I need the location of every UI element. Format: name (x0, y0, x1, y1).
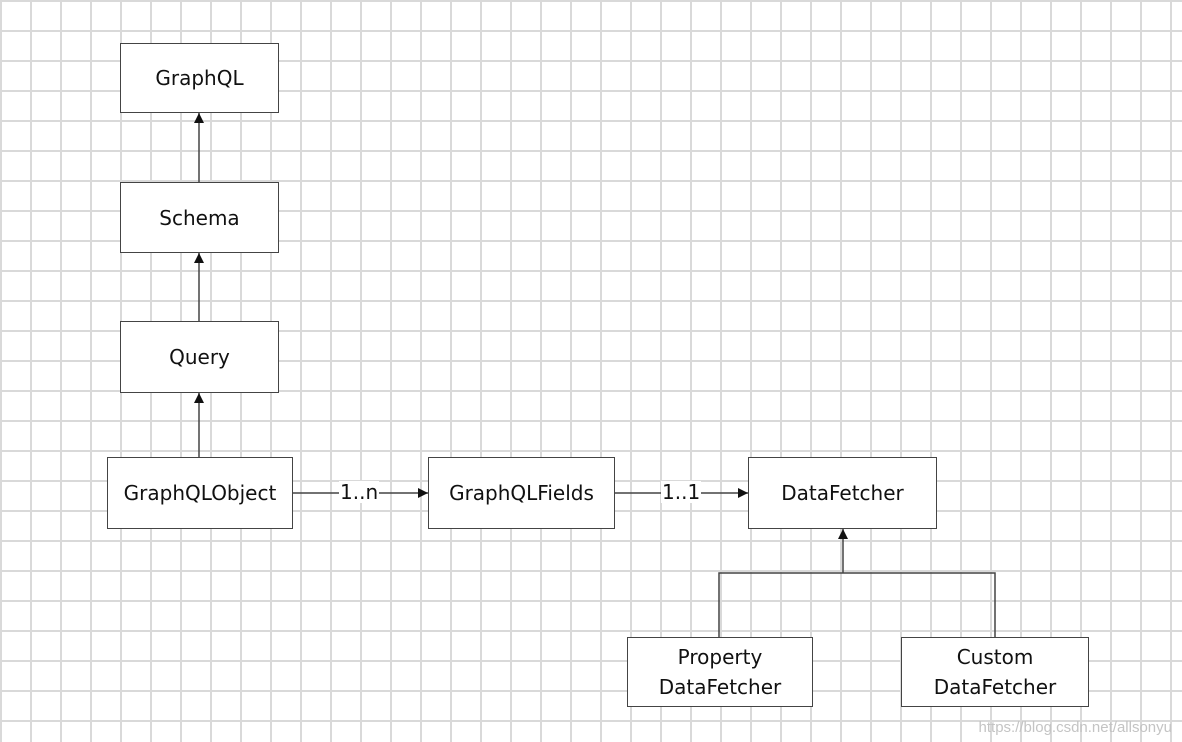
node-label: DataFetcher (781, 481, 904, 505)
node-label-line2: DataFetcher (658, 675, 782, 699)
node-custom-data-fetcher: Custom DataFetcher (901, 637, 1089, 707)
edge-custom-to-datafetcher (843, 572, 996, 637)
node-query: Query (120, 321, 279, 393)
node-data-fetcher: DataFetcher (748, 457, 937, 529)
node-label: Query (169, 345, 230, 369)
edge-label-1-n: 1..n (339, 480, 380, 504)
node-label-line2: DataFetcher (933, 675, 1057, 699)
edge-label-1-1: 1..1 (661, 480, 702, 504)
node-label: Schema (159, 205, 240, 230)
node-graphql-object: GraphQLObject (107, 457, 293, 529)
node-label: GraphQLFields (449, 481, 594, 505)
node-schema: Schema (120, 182, 279, 253)
node-graphql: GraphQL (120, 43, 279, 113)
watermark-url: https://blog.csdn.net/allsonyu (978, 719, 1172, 736)
node-label-line1: Property (677, 645, 763, 669)
node-graphql-fields: GraphQLFields (428, 457, 615, 529)
node-label: GraphQLObject (123, 481, 277, 505)
node-property-data-fetcher: Property DataFetcher (627, 637, 813, 707)
edge-property-to-datafetcher (718, 572, 843, 637)
node-label: GraphQL (155, 66, 244, 90)
node-label-line1: Custom (956, 645, 1034, 669)
